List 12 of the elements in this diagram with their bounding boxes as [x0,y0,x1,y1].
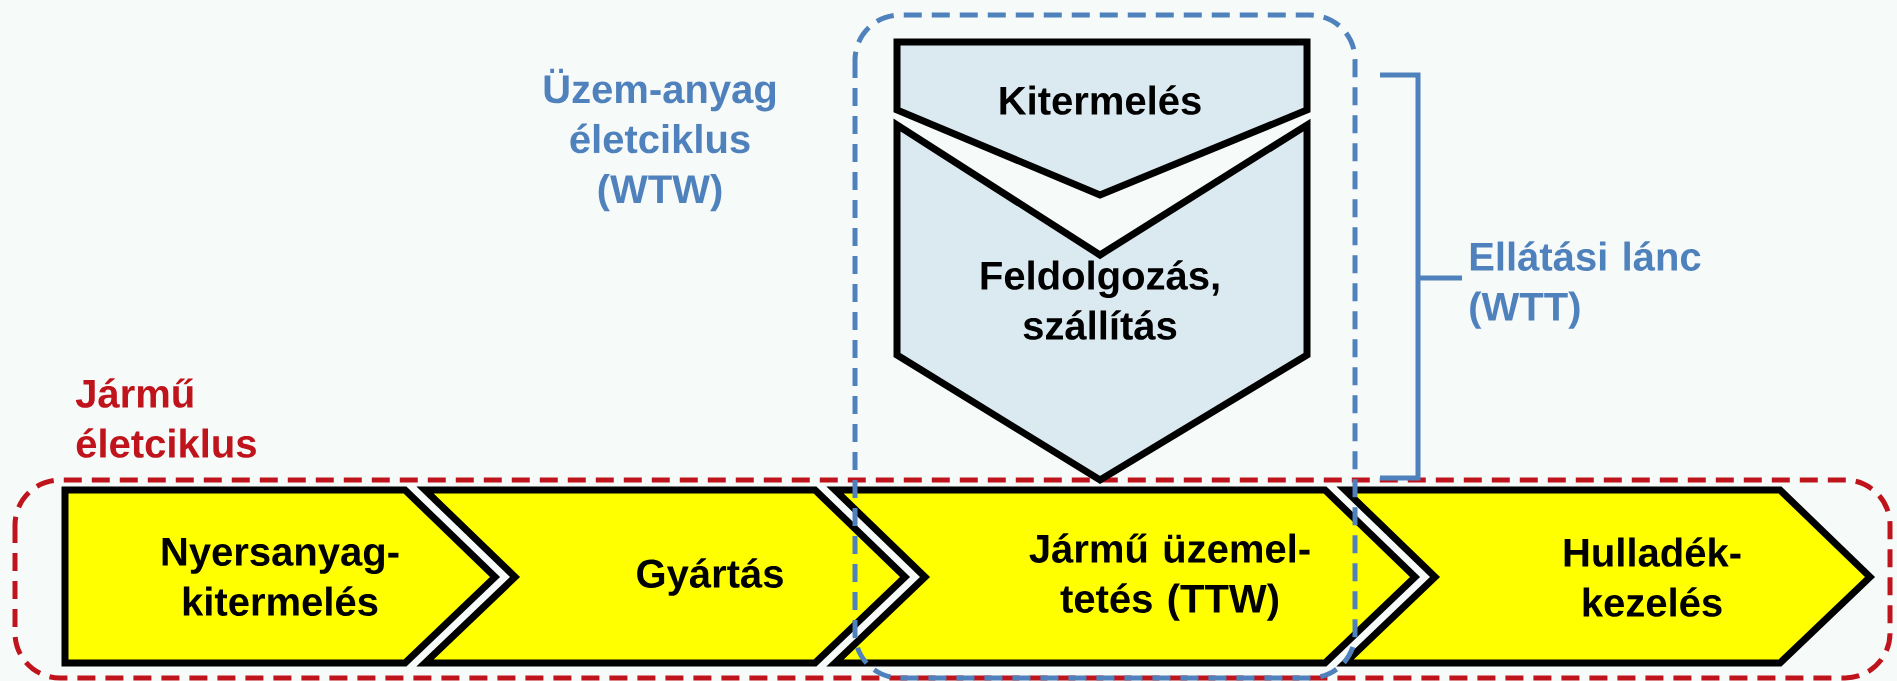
group-label: Jármű életciklus [75,378,256,458]
group-label: Üzem-anyag életciklus (WTW) [544,68,776,212]
chevron-step: Jármű üzemel-tetés (TTW) [826,486,1421,667]
chevron-step: Nyersanyag-kitermelés [61,486,501,667]
chevron-step: Hulladék-kezelés [1336,486,1876,667]
node-label: Hulladék-kezelés [1564,537,1741,617]
node-label: Nyersanyag-kitermelés [162,538,399,616]
chevron-step: Kitermelés [893,38,1311,199]
node-label: Gyártás [637,558,783,596]
bracket-label: Ellátási lánc (WTT) [1470,241,1701,329]
node-label: Jármű üzemel-tetés (TTW) [1029,533,1310,621]
chevron-step: Gyártás [416,486,911,667]
